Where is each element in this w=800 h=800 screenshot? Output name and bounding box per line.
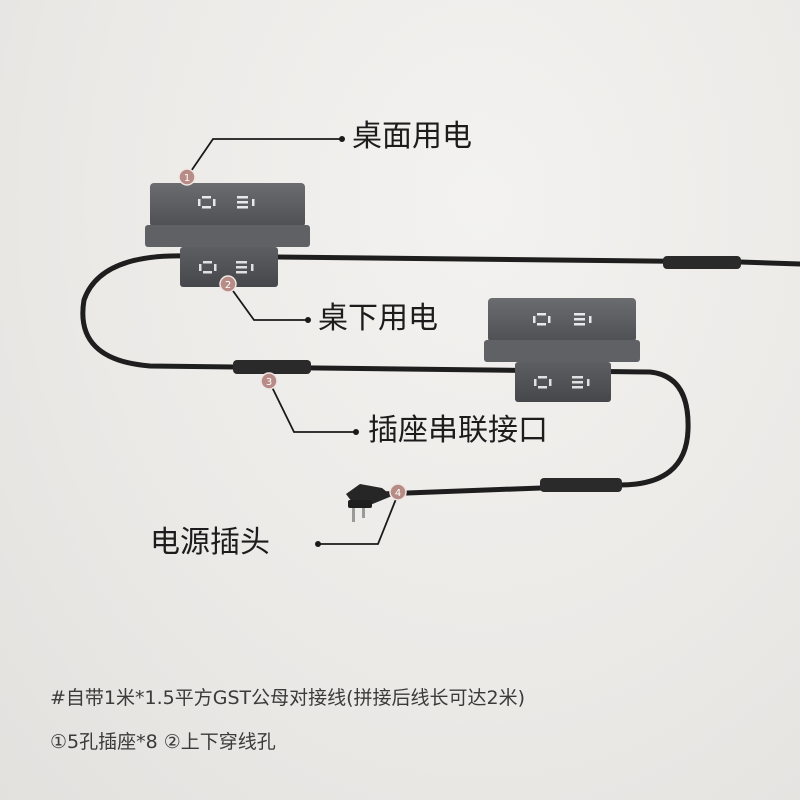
socket-outlet-icon — [199, 261, 254, 274]
socket-outlet-icon — [533, 313, 592, 326]
cable-connector-sleeve — [540, 478, 622, 492]
marker-4: 4 — [389, 483, 407, 501]
power-plug-icon — [346, 484, 392, 522]
leader-line-3 — [268, 380, 356, 433]
leader-line-1 — [186, 138, 342, 178]
socket-outlet-icon — [198, 196, 255, 209]
leader-dots — [305, 136, 359, 547]
socket-outlet-icon — [534, 376, 590, 389]
callout-series-interface: 插座串联接口 — [368, 413, 548, 448]
callout-under-desk-power: 桌下用电 — [318, 301, 438, 336]
marker-1: 1 — [178, 168, 196, 186]
cable-connector-sleeve — [663, 256, 741, 269]
socket-unit-2 — [484, 298, 640, 402]
socket-unit-1 — [145, 183, 310, 287]
leader-lines — [186, 138, 399, 545]
svg-text:2: 2 — [225, 280, 231, 291]
footnote-features: ①5孔插座*8 ②上下穿线孔 — [50, 731, 276, 753]
callout-power-plug: 电源插头 — [150, 525, 270, 560]
footnote-cable-spec: #自带1米*1.5平方GST公母对接线(拼接后线长可达2米) — [50, 687, 526, 709]
power-cable — [80, 253, 800, 497]
callout-desktop-power: 桌面用电 — [352, 119, 472, 154]
marker-3: 3 — [260, 372, 278, 390]
svg-text:4: 4 — [395, 488, 401, 499]
svg-text:3: 3 — [266, 377, 272, 388]
svg-text:1: 1 — [184, 173, 190, 184]
leader-line-4 — [318, 493, 399, 545]
marker-2: 2 — [219, 275, 237, 293]
series-interface-connector — [233, 360, 311, 374]
leader-line-2 — [227, 283, 308, 321]
